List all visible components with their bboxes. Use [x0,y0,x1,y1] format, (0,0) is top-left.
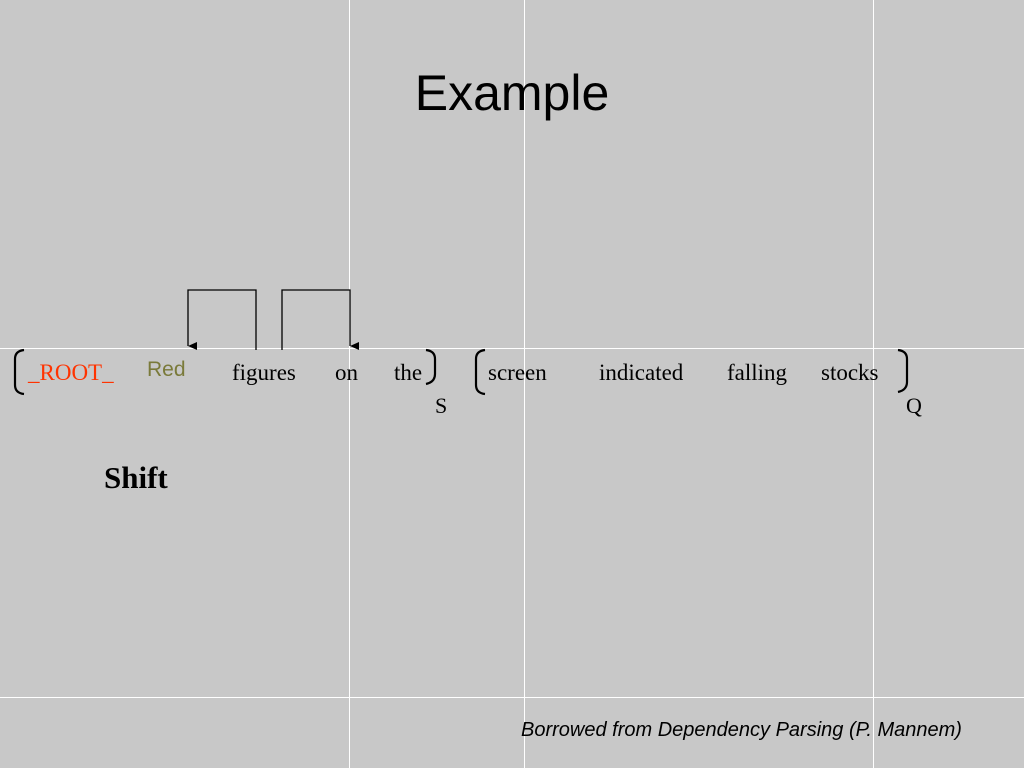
queue-word-falling: falling [727,360,788,385]
grid-line [349,0,350,768]
grid-line [873,0,874,768]
grid-line [0,697,1024,698]
stack-word-the: the [394,360,423,385]
grid-line [0,348,1024,349]
transition-action: Shift [104,460,168,495]
stack-open-bracket [13,348,25,396]
grid-line [524,0,525,768]
stack-word-red: Red [147,358,186,381]
stack-close-bracket [425,348,437,386]
stack-word-on: on [335,360,358,385]
queue-word-indicated: indicated [599,360,684,385]
queue-open-bracket [474,348,486,396]
dependency-arc [187,289,257,350]
slide-title: Example [414,65,610,121]
dependency-arc [281,289,359,350]
queue-close-bracket [897,348,909,394]
stack-word-figures: figures [232,360,296,385]
queue-word-stocks: stocks [821,360,879,385]
queue-label: Q [906,393,922,418]
stack-label: S [435,393,448,418]
queue-word-screen: screen [488,360,547,385]
credit-note: Borrowed from Dependency Parsing (P. Man… [521,719,962,741]
stack-word-root: _ROOT_ [28,360,114,385]
